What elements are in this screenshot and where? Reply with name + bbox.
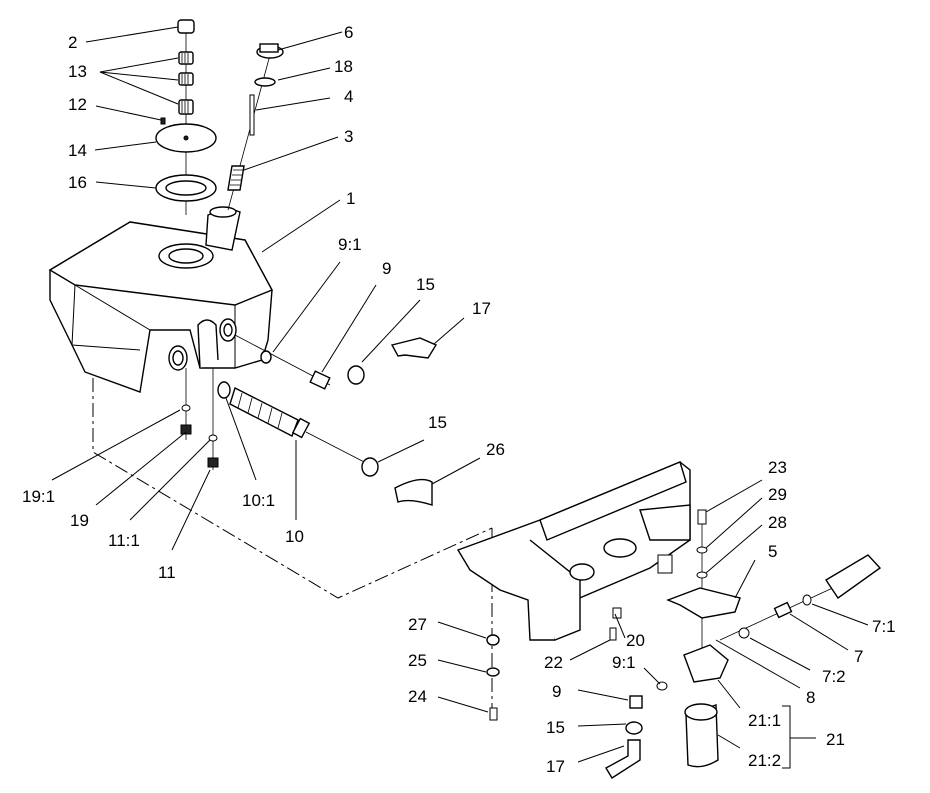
sender-stack [155,19,217,215]
frame [456,461,691,641]
callout-7-2: 7:2 [822,667,846,686]
callout-28: 28 [768,513,787,532]
filler-cap-parts [227,43,284,211]
callout-22: 22 [544,653,563,672]
callout-17-top: 17 [472,299,491,318]
callout-19-1: 19:1 [22,487,55,506]
callout-2: 2 [68,33,77,52]
callout-6: 6 [344,23,353,42]
callout-4: 4 [344,87,353,106]
callout-15-a: 15 [416,275,435,294]
callout-labels: 2 13 12 14 16 6 18 4 3 1 9:1 9 15 17 15 … [22,23,896,776]
tank-front-fittings [180,368,311,470]
callout-24: 24 [408,687,427,706]
callout-26: 26 [486,440,505,459]
callout-25: 25 [408,651,427,670]
callout-29: 29 [768,485,787,504]
leader-lines [51,26,869,769]
callout-10: 10 [285,527,304,546]
callout-10-1: 10:1 [242,491,275,510]
callout-7: 7 [854,647,863,666]
callout-21-2: 21:2 [748,751,781,770]
fuel-tank [48,206,273,393]
callout-19: 19 [70,511,89,530]
callout-14: 14 [68,141,87,160]
tank-return-fittings [234,334,438,506]
callout-23: 23 [768,458,787,477]
callout-5: 5 [768,542,777,561]
callout-21: 21 [826,730,845,749]
callout-9-1-bottom: 9:1 [612,653,636,672]
callout-9-1-top: 9:1 [338,235,362,254]
dash-line-left [92,378,493,599]
callout-1: 1 [346,189,355,208]
callout-15-b: 15 [428,413,447,432]
callout-15-c: 15 [546,718,565,737]
callout-11: 11 [158,563,176,582]
callout-12: 12 [68,95,87,114]
fuel-filter-assembly [486,509,882,779]
callout-8: 8 [806,688,815,707]
callout-21-1: 21:1 [748,711,781,730]
callout-11-1: 11:1 [108,531,140,550]
callout-3: 3 [344,127,353,146]
callout-17-bottom: 17 [546,757,565,776]
callout-9-top: 9 [382,259,391,278]
callout-20: 20 [626,631,645,650]
callout-18: 18 [334,57,353,76]
callout-7-1: 7:1 [872,617,896,636]
callout-16: 16 [68,173,87,192]
callout-9-bottom: 9 [552,682,561,701]
callout-27: 27 [408,615,427,634]
callout-13: 13 [68,62,87,81]
